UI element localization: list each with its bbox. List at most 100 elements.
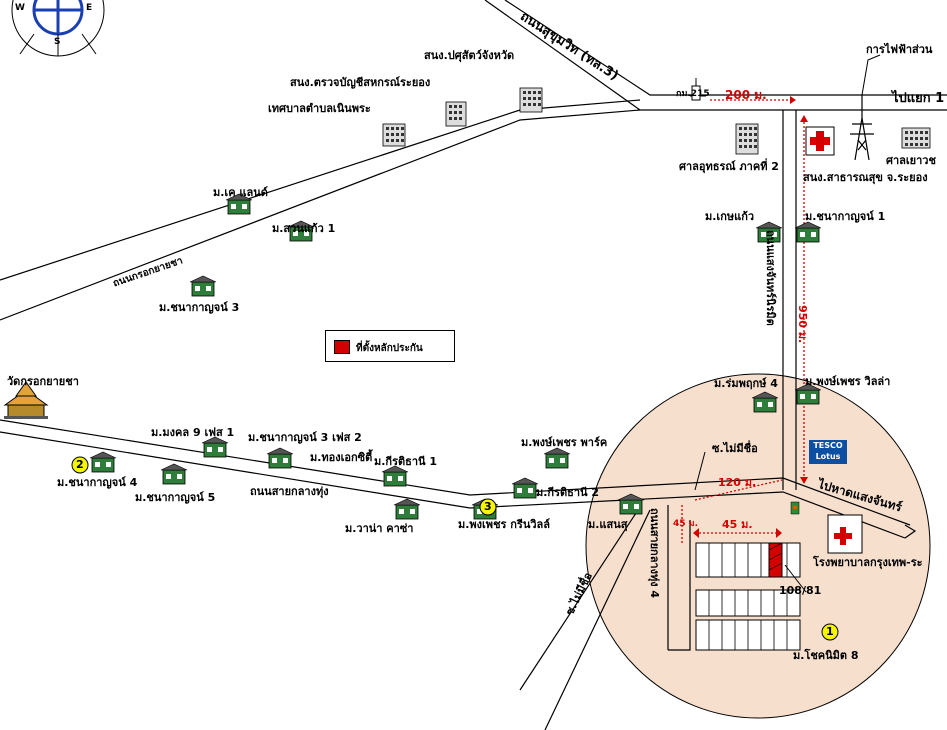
hospital-cross — [834, 527, 852, 545]
distance-45-vertical: 45 ม. — [673, 519, 699, 529]
legend-swatch — [334, 340, 350, 354]
label-kritthani2: ม.กีรติธานี 2 — [536, 486, 600, 499]
distance-arrowheads — [693, 96, 808, 538]
house-icon — [201, 436, 229, 458]
label-kritthani1: ม.กีรติธานี 1 — [374, 455, 438, 468]
building-icons — [89, 87, 931, 520]
map-legend: ที่ตั้งหลักประกัน — [325, 330, 455, 362]
lotus-line2: Lotus — [815, 452, 841, 461]
compass-s: S — [54, 37, 61, 47]
road-paiyaek: ไปแยก 1 — [892, 91, 945, 106]
krokyaicha-road-edge-bottom — [0, 109, 641, 321]
marker-3-number[interactable]: 3 — [484, 500, 492, 513]
sukhumvit-road-edge-top — [504, 0, 947, 96]
office-building-icon — [519, 87, 543, 113]
tesco-lotus-logo[interactable]: TESCO Lotus — [809, 440, 847, 464]
legend-label: ที่ตั้งหลักประกัน — [356, 343, 423, 354]
temple-icon — [3, 381, 49, 419]
label-coop-audit: สนง.ตรวจบัญชีสหกรณ์ระยอง — [290, 76, 431, 89]
label-health-office: สนง.สาธารณสุข จ.ระยอง — [803, 171, 928, 184]
label-rompruk: ม.ร่มพฤกษ์ 4 — [714, 377, 778, 390]
compass-w: W — [15, 3, 25, 13]
label-thongek: ม.ทองเอกซิตี้ — [310, 451, 373, 464]
label-temple: วัดกรอกยายชา — [7, 375, 79, 388]
house-icon — [543, 447, 571, 469]
label-livestock: สนง.ปศุสัตว์จังหวัด — [424, 49, 515, 62]
distance-lines — [681, 99, 805, 545]
house-icon — [751, 391, 779, 413]
collateral-hatch — [768, 542, 783, 571]
house-number-leader — [784, 564, 807, 593]
house-icon — [511, 477, 539, 499]
house-icon — [794, 383, 822, 405]
distance-950: 950 ม. — [796, 305, 809, 344]
label-chokniramit: ม.โชคนิมิต 8 — [793, 649, 859, 662]
label-wana: ม.วาน่า คาซ่า — [345, 522, 414, 535]
road-maimichue: ซ.ไม่มีชื่อ — [712, 442, 758, 455]
label-pongphet-park: ม.พงษ์เพชร พาร์ค — [521, 436, 608, 449]
house-icon — [89, 451, 117, 473]
soi-maimichue-edge-b — [519, 509, 639, 691]
label-appeal-court: ศาลอุทธรณ์ ภาคที่ 2 — [679, 160, 779, 173]
road-arrow-head — [904, 524, 917, 539]
office-building-icon — [901, 127, 931, 149]
seven-eleven-stripe — [793, 506, 797, 509]
house-icon — [794, 221, 822, 243]
house-icon — [287, 220, 315, 242]
lotus-line1: TESCO — [813, 441, 843, 450]
label-hospital: โรงพยาบาลกรุงเทพ-ระ — [813, 556, 923, 569]
soi-label-leader — [694, 451, 706, 491]
electricity-leader — [861, 54, 881, 96]
marker-1-number[interactable]: 1 — [826, 625, 834, 638]
krokyaicha-road-edge-top — [0, 99, 641, 281]
road-saiklangthung: ถนนสายกลางทุ่ง — [250, 485, 329, 498]
label-km215: กม.215 — [676, 89, 710, 99]
soi-saiklangthung4-right — [668, 520, 691, 651]
marker-2-number[interactable]: 2 — [76, 458, 84, 471]
distance-45-horizontal: 45 ม. — [722, 518, 753, 531]
health-cross-icon — [810, 131, 830, 151]
house-icon — [266, 447, 294, 469]
office-building-icon — [382, 123, 406, 147]
housing-dividers — [708, 543, 788, 650]
house-icon — [381, 465, 409, 487]
label-pongphet-green: ม.พงเพชร กรีนวิลล์ — [458, 518, 551, 531]
label-mongkol9: ม.มงคล 9 เฟส 1 — [151, 426, 235, 439]
label-youth-court: ศาลเยาวช — [886, 154, 936, 167]
label-electricity: การไฟฟ้าส่วน — [866, 43, 933, 56]
label-k-land: ม.เค แลนด์ — [213, 186, 268, 199]
collateral-plot — [768, 542, 783, 578]
house-icon — [225, 193, 253, 215]
office-building-icon — [445, 101, 467, 127]
label-house-number: 108/81 — [779, 584, 822, 597]
label-saensuk: ม.แสนสุ — [588, 518, 628, 531]
label-municipality: เทศบาลตำบลเนินพระ — [268, 102, 371, 115]
house-icon — [160, 463, 188, 485]
label-chanakarn3p2: ม.ชนากาญจน์ 3 เฟส 2 — [248, 431, 362, 444]
saiklangthung-road-edge-top — [0, 419, 911, 526]
compass-e: E — [86, 3, 93, 13]
distance-200: 200 ม. — [725, 88, 767, 102]
label-chanakarn1: ม.ชนากาญจน์ 1 — [805, 210, 886, 223]
label-chanakarn3: ม.ชนากาญจน์ 3 — [159, 301, 240, 314]
house-icon — [617, 493, 645, 515]
office-building-icon — [735, 123, 759, 155]
distance-120: 120 ม. — [718, 476, 757, 489]
house-icon — [755, 221, 783, 243]
house-icon — [189, 275, 217, 297]
road-saengchan: ถนนแสงจันทร์นิรมิต — [764, 230, 777, 326]
house-icon — [393, 498, 421, 520]
road-saiklangthung4: ถนนสายกลางทุ่ง 4 — [648, 508, 661, 599]
markers — [71, 456, 839, 641]
km-post-icon — [691, 78, 701, 101]
soi-maimichue-edge-a — [544, 509, 651, 730]
label-ketkaew: ม.เกษแก้ว — [705, 210, 755, 223]
label-chanakarn5: ม.ชนากาญจน์ 5 — [135, 491, 216, 504]
label-suankaew: ม.สวนแก้ว 1 — [272, 222, 336, 235]
label-chanakarn4: ม.ชนากาญจน์ 4 — [57, 476, 138, 489]
compass-icon — [11, 0, 105, 57]
pylon-icon — [850, 95, 874, 161]
label-pongphet-villa: ม.พงษ์เพชร วิลล่า — [805, 375, 891, 388]
